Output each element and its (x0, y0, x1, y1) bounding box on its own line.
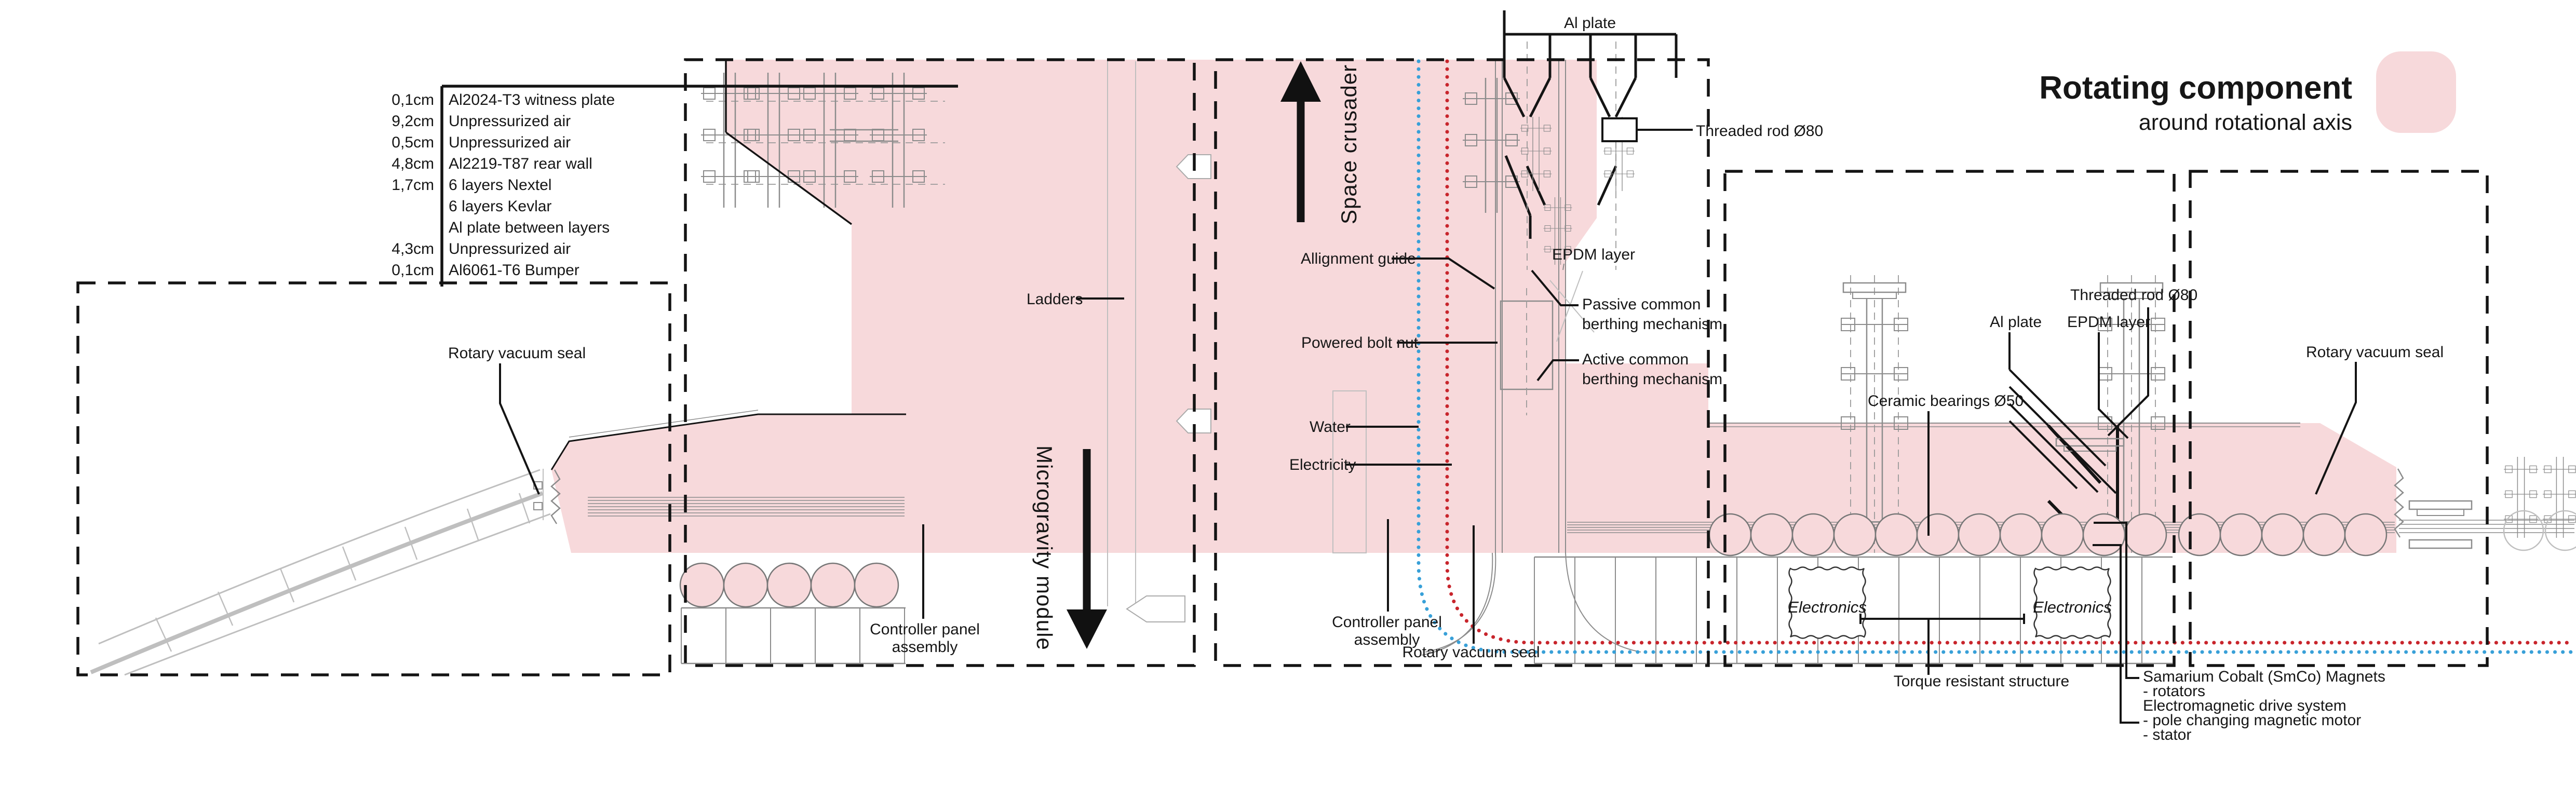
material-name: Al plate between layers (449, 219, 610, 236)
material-name: Al6061-T6 Bumper (449, 262, 579, 279)
smco-line2: - rotators (2143, 683, 2205, 700)
controller-panel-right-line2: assembly (1354, 631, 1420, 648)
smco-line1: Samarium Cobalt (SmCo) Magnets (2143, 668, 2385, 685)
right-end-structure (2394, 456, 2576, 551)
material-size: 0,1cm (392, 262, 434, 279)
material-size: 4,3cm (392, 240, 434, 257)
left-module-arm (90, 469, 551, 676)
dashed-section-boxes (76, 58, 2489, 676)
rotary-vacuum-seal-left-label: Rotary vacuum seal (448, 345, 586, 362)
microgravity-arrow: Microgravity module (1032, 445, 1107, 650)
torque-grids (681, 556, 2173, 664)
al-plate-right-label: Al plate (1990, 314, 2042, 331)
microgravity-label: Microgravity module (1032, 445, 1057, 650)
berthing-detail-inset (1503, 10, 1693, 270)
controller-panel-left-line2: assembly (892, 639, 958, 656)
material-size: 0,1cm (392, 91, 434, 108)
rotary-seal-left-detail (533, 469, 561, 524)
epdm-layer-top-label: EPDM layer (1552, 246, 1635, 263)
powered-bolt-nut-label: Powered bolt nut (1301, 334, 1419, 351)
material-size: 4,8cm (392, 155, 434, 172)
passive-berthing-line1: Passive common (1582, 296, 1701, 313)
materials-list: 0,1cm Al2024-T3 witness plate 9,2cm Unpr… (392, 85, 958, 287)
section-box-drive (1723, 170, 2176, 667)
legend-subtitle: around rotational axis (2139, 110, 2352, 135)
rotary-vacuum-seal-mid-label: Rotary vacuum seal (1402, 644, 1540, 661)
threaded-rod-right-label: Threaded rod Ø80 (2070, 287, 2197, 304)
material-size: 0,5cm (392, 134, 434, 151)
legend-title: Rotating component (2039, 70, 2352, 106)
epdm-layer-right-label: EPDM layer (2067, 314, 2150, 331)
corridor (1107, 61, 1367, 622)
electronics-boxes: Electronics Electronics (1788, 566, 2112, 639)
smco-line3: Electromagnetic drive system (2143, 697, 2346, 714)
section-box-microgravity (684, 58, 1196, 667)
material-size: 1,7cm (392, 177, 434, 194)
controller-panel-right-line1: Controller panel (1332, 614, 1442, 631)
water-line (1417, 59, 2573, 654)
bearing-rows (679, 513, 2388, 608)
legend: Rotating component around rotational axi… (2039, 51, 2456, 135)
material-size: 9,2cm (392, 113, 434, 130)
allignment-guide-label: Allignment guide (1301, 250, 1416, 267)
active-berthing-line2: berthing mechanism (1582, 371, 1722, 388)
material-name: Al2219-T87 rear wall (449, 155, 592, 172)
callouts: Rotary vacuum seal Ladders Controller pa… (448, 15, 2444, 743)
threaded-rod-top-label: Threaded rod Ø80 (1696, 123, 1823, 140)
torque-structure-label: Torque resistant structure (1894, 673, 2069, 690)
smco-line5: - stator (2143, 726, 2191, 743)
smco-line4: - pole changing magnetic motor (2143, 712, 2361, 729)
section-box-docking (1214, 58, 1710, 667)
legend-pink-swatch (2376, 51, 2456, 133)
space-crusader-arrow: Space crusader (1280, 61, 1361, 224)
ladders-label: Ladders (1027, 291, 1083, 308)
rotary-vacuum-seal-right-label: Rotary vacuum seal (2306, 344, 2444, 361)
section-box-left (76, 281, 671, 676)
girder-slab (550, 410, 906, 517)
material-name: 6 layers Nextel (449, 177, 551, 194)
section-box-right-seal (2189, 170, 2489, 667)
material-name: Unpressurized air (449, 134, 571, 151)
water-label: Water (1310, 418, 1351, 436)
electricity-label: Electricity (1289, 456, 1356, 473)
material-name: Al2024-T3 witness plate (449, 91, 615, 108)
docking-tunnel (1421, 60, 1641, 656)
passive-berthing-line2: berthing mechanism (1582, 316, 1722, 333)
space-crusader-label: Space crusader (1337, 64, 1361, 224)
controller-panel-left-line1: Controller panel (870, 621, 980, 638)
rotating-component-fill (551, 60, 2396, 553)
al-plate-top-label: Al plate (1564, 15, 1616, 32)
material-name: Unpressurized air (449, 113, 571, 130)
material-name: 6 layers Kevlar (449, 198, 551, 215)
material-name: Unpressurized air (449, 240, 571, 257)
active-berthing-line1: Active common (1582, 351, 1689, 368)
electronics-label-1: Electronics (1788, 598, 1867, 616)
ceramic-bearings-label: Ceramic bearings Ø50 (1868, 392, 2024, 410)
truss-structure (700, 60, 945, 225)
electronics-label-2: Electronics (2033, 598, 2112, 616)
